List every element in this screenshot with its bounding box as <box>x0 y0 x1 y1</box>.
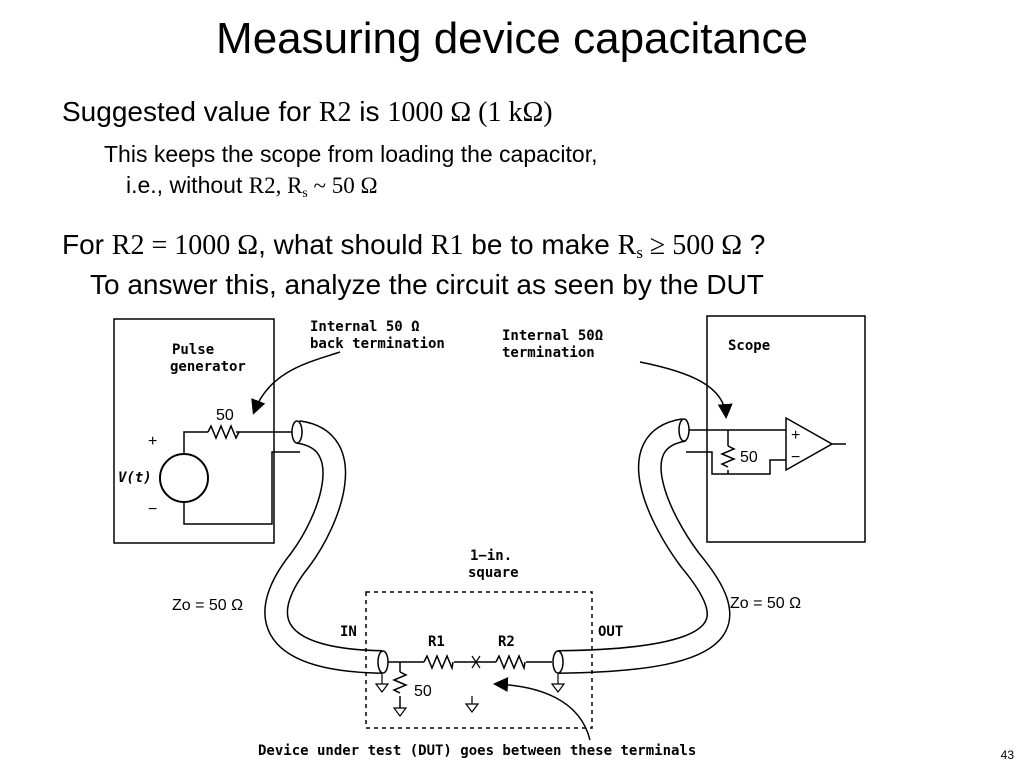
ground-icon <box>550 674 566 693</box>
scope-loading-note: This keeps the scope from loading the ca… <box>104 141 598 167</box>
coax-connector-icon <box>291 420 303 444</box>
opamp-minus: − <box>791 449 800 466</box>
pulse-generator-label: Pulse <box>172 342 214 358</box>
voltage-source-icon <box>159 453 209 503</box>
dut-terminal-icon <box>464 696 480 713</box>
suggested-value-line: Suggested value for R2 is 1000 Ω (1 kΩ) <box>62 96 553 128</box>
generator-resistor-icon <box>207 424 240 440</box>
without-r2-note: i.e., without R2, Rs ~ 50 Ω <box>126 172 378 200</box>
r1-resistor-icon <box>423 654 454 671</box>
opamp-icon <box>785 416 834 472</box>
source-plus: + <box>148 433 157 450</box>
scope-box <box>706 315 866 543</box>
internal-back-termination-label: back termination <box>310 336 445 352</box>
coax-connector-icon <box>377 650 389 674</box>
dut-square <box>365 591 593 729</box>
internal-termination-label: termination <box>502 345 595 361</box>
out-label: OUT <box>598 624 623 640</box>
circuit-diagram: Pulse generator + − V(t) 50 Internal 50 … <box>113 315 866 759</box>
termination-arrow <box>639 361 733 419</box>
coax-connector-icon <box>678 418 690 442</box>
dut-caption-arrow <box>493 677 591 741</box>
dut-shunt-resistor-label: 50 <box>414 683 432 700</box>
dut-shunt-resistor-icon <box>392 671 408 694</box>
analyze-line: To answer this, analyze the circuit as s… <box>90 269 764 300</box>
r2-resistor-icon <box>495 654 526 671</box>
pulse-generator-label: generator <box>170 359 246 375</box>
coax-connector-icon <box>552 650 564 674</box>
page-number: 43 <box>1000 748 1014 762</box>
r1-label: R1 <box>428 634 445 650</box>
dut-wiring <box>388 661 552 708</box>
ground-icon <box>374 674 390 693</box>
generator-wiring <box>183 431 300 525</box>
opamp-plus: + <box>791 427 800 444</box>
scope-resistor-label: 50 <box>740 449 758 466</box>
coax-cable-right <box>557 418 731 674</box>
coax-cable-left-inner <box>265 421 383 673</box>
internal-termination-label: Internal 50Ω <box>502 328 603 344</box>
source-minus: − <box>148 501 157 518</box>
impedance-left-label: Zo = 50 Ω <box>172 597 243 614</box>
source-vt-label: V(t) <box>118 470 152 486</box>
generator-resistor-label: 50 <box>216 407 234 424</box>
r2-label: R2 <box>498 634 515 650</box>
dut-terminal-icon <box>471 655 481 669</box>
pulse-generator-box <box>113 318 275 544</box>
impedance-right-label: Zo = 50 Ω <box>730 595 801 612</box>
dut-caption: Device under test (DUT) goes between the… <box>258 743 696 759</box>
ground-icon <box>392 707 408 717</box>
square-label: 1−in. <box>470 548 512 564</box>
question-line: For R2 = 1000 Ω, what should R1 be to ma… <box>62 229 766 262</box>
coax-cable-right-inner <box>557 419 729 673</box>
internal-back-termination-label: Internal 50 Ω <box>310 319 420 335</box>
scope-label: Scope <box>728 338 770 354</box>
scope-wiring <box>686 429 846 475</box>
slide-title: Measuring device capacitance <box>216 14 808 63</box>
square-label: square <box>468 565 519 581</box>
in-label: IN <box>340 624 357 640</box>
back-termination-arrow <box>251 351 341 415</box>
scope-resistor-icon <box>720 445 736 468</box>
